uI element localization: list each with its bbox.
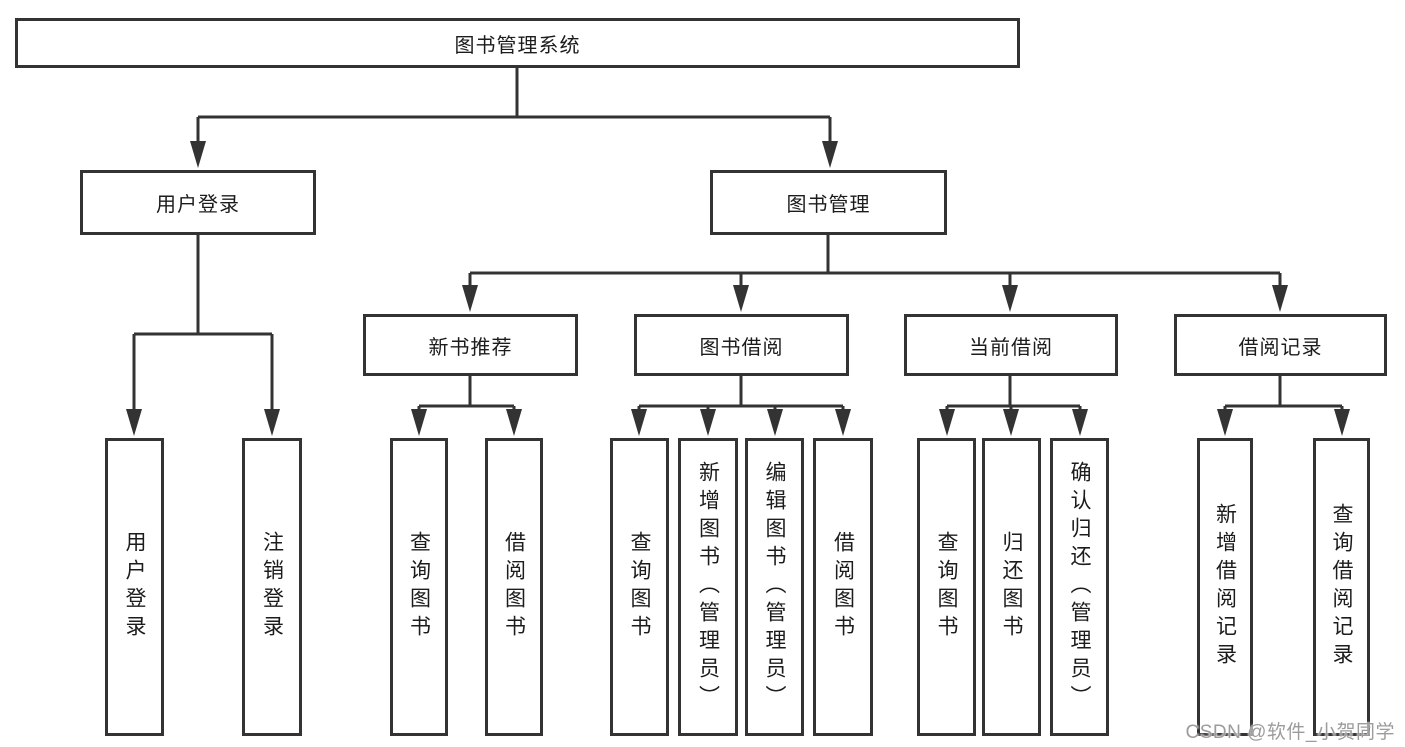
node-label: 当前借阅 [969,336,1053,359]
connector-paths [132,68,1344,418]
leaf-borrow-query-book: 查询图书 [610,438,669,736]
node-library-management-system: 图书管理系统 [15,18,1020,68]
node-label: 查询借阅记录 [1330,503,1353,671]
node-label: 新增图书（管理员） [696,461,720,713]
node-label: 用户登录 [156,194,240,216]
node-label: 查询图书 [935,531,958,643]
node-current-borrow: 当前借阅 [904,314,1118,376]
node-label: 借阅记录 [1238,336,1323,359]
leaf-borrow-add-book-admin: 新增图书（管理员） [678,438,738,736]
leaf-recommend-borrow-book: 借阅图书 [485,438,543,736]
leaf-recommend-query-book: 查询图书 [390,438,448,736]
node-label: 借阅图书 [831,531,855,643]
leaf-borrow-borrow-book: 借阅图书 [813,438,873,736]
node-user-login: 用户登录 [80,170,316,235]
node-label: 确认归还（管理员） [1068,461,1091,713]
node-label: 查询图书 [628,531,651,643]
node-label: 新书推荐 [428,336,513,359]
leaf-current-confirm-return-admin: 确认归还（管理员） [1050,438,1109,736]
node-new-book-recommend: 新书推荐 [363,314,578,376]
node-label: 图书管理 [786,194,871,216]
node-book-borrow: 图书借阅 [634,314,849,376]
leaf-user-login: 用户登录 [105,438,164,736]
csdn-watermark: CSDN @软件_小贺同学 [1185,722,1395,743]
node-label: 借阅图书 [502,531,526,643]
leaf-records-query-record: 查询借阅记录 [1313,438,1370,736]
node-label: 归还图书 [1000,531,1023,643]
node-label: 查询图书 [407,531,431,643]
leaf-records-add-record: 新增借阅记录 [1197,438,1253,736]
node-label: 编辑图书（管理员） [763,461,786,713]
leaf-logout-login: 注销登录 [242,438,302,736]
node-borrow-records: 借阅记录 [1174,314,1387,376]
node-label: 图书借阅 [699,336,784,359]
leaf-current-return-book: 归还图书 [982,438,1041,736]
node-label: 注销登录 [260,531,284,643]
leaf-current-query-book: 查询图书 [917,438,976,736]
node-label: 新增借阅记录 [1213,503,1237,671]
node-label: 图书管理系统 [454,34,581,57]
node-book-management: 图书管理 [710,170,947,235]
leaf-borrow-edit-book-admin: 编辑图书（管理员） [745,438,804,736]
node-label: 用户登录 [123,531,146,643]
